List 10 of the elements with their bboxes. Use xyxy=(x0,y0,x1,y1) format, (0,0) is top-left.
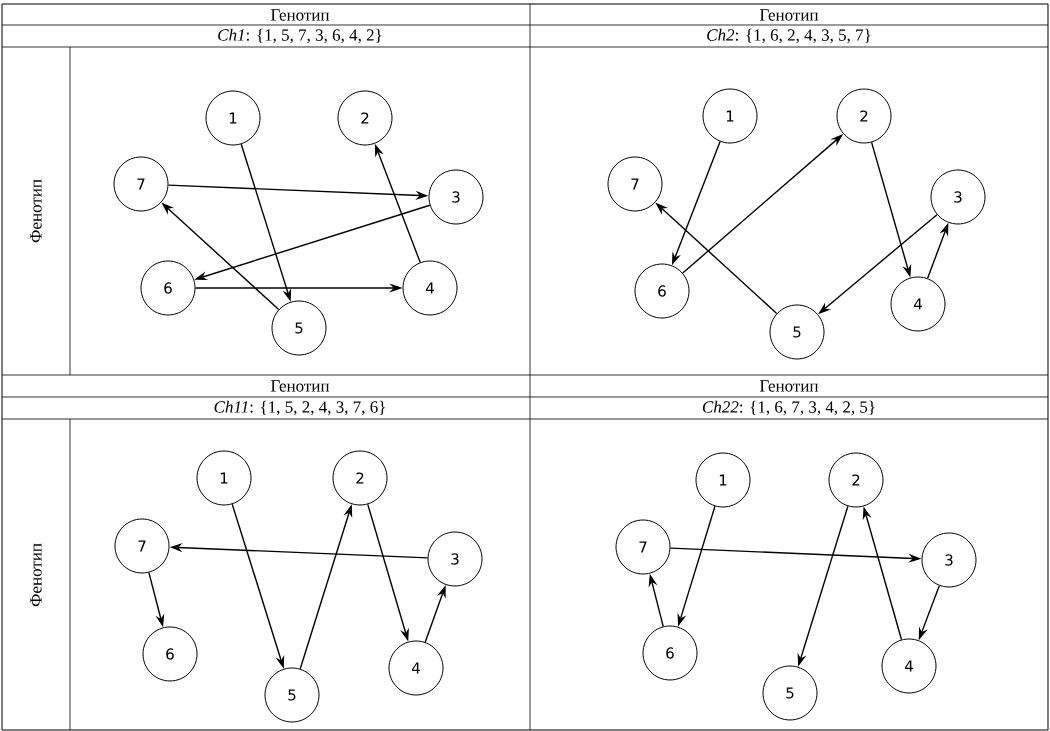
header-cell: Ch22: {1, 6, 7, 3, 4, 2, 5} xyxy=(702,400,875,416)
header-cell: Ch11: {1, 5, 2, 4, 3, 7, 6} xyxy=(214,400,385,416)
row-label: Фенотип xyxy=(30,543,42,607)
header-cell: Ch2: {1, 6, 2, 4, 3, 5, 7} xyxy=(707,28,871,44)
header-cell: Генотип xyxy=(759,380,819,392)
header-cell: Генотип xyxy=(270,380,330,392)
row-label: Фенотип xyxy=(30,179,42,243)
header-cell: Генотип xyxy=(759,9,819,21)
header-cell: Генотип xyxy=(270,9,330,21)
header-cell: Ch1: {1, 5, 7, 3, 6, 4, 2} xyxy=(218,28,382,44)
